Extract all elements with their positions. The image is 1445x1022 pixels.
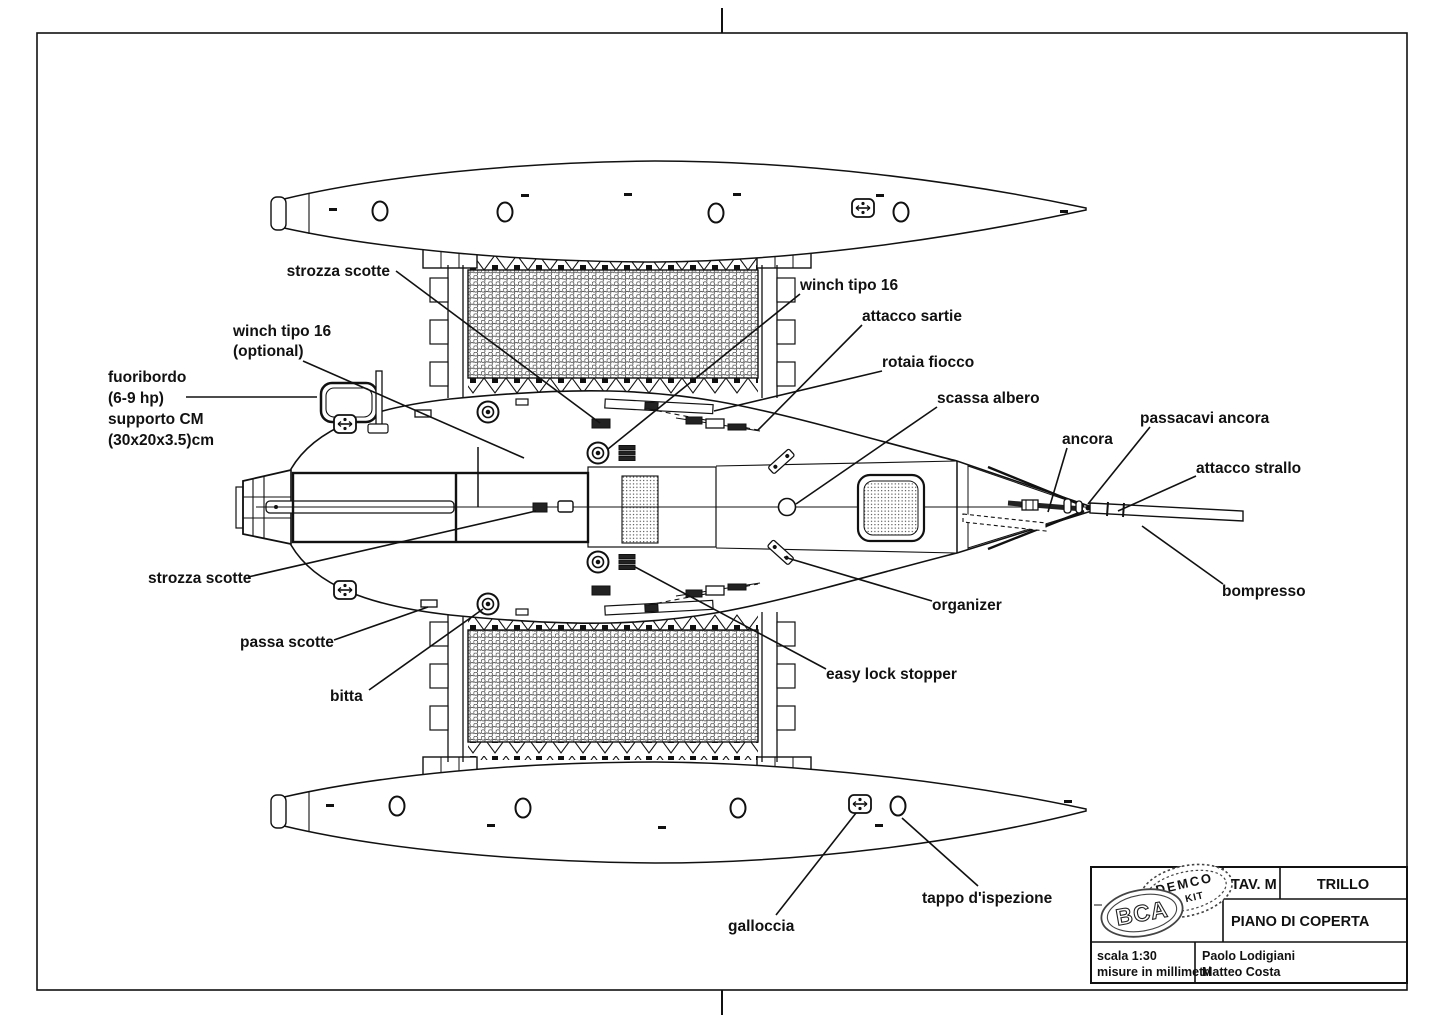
titleblock-model: TRILLO [1317,877,1369,893]
label-fuoribordo-1: fuoribordo [108,369,186,386]
winch-symbol [586,441,610,465]
title-block: DEMCO KIT BCA TAV. M TRILLO PIANO DI COP… [1090,863,1408,984]
main-hull [235,389,1101,625]
deck-tick-marks [329,193,1068,213]
inspection-port [388,795,406,817]
shroud-attachment [675,582,761,598]
forward-hatch [856,473,926,543]
label-strozza-scotte-left: strozza scotte [148,570,252,587]
ama-stern-cap [270,794,287,829]
leader-lines [186,270,1224,916]
label-bompresso: bompresso [1222,583,1306,600]
inspection-port [514,797,532,819]
label-scassa-albero: scassa albero [937,390,1040,407]
titleblock-author-1: Paolo Lodigiani [1202,949,1295,963]
easy-lock-stopper-symbol [618,445,636,461]
label-rotaia-fiocco: rotaia fiocco [882,354,974,371]
label-winch-tipo16-optional-2: (optional) [233,343,304,360]
bitta-symbol [476,400,500,424]
label-organizer: organizer [932,597,1002,614]
label-passa-scotte: passa scotte [240,634,334,651]
strozza-scotte-fitting [591,418,611,429]
annotation-labels: strozza scotte winch tipo 16 (optional) … [108,263,1306,935]
cleat-symbol [848,794,872,814]
label-fuoribordo-4: (30x20x3.5)cm [108,432,214,449]
sheet-frame [36,8,1408,1015]
strozza-scotte-fitting [591,585,611,596]
label-ancora: ancora [1062,431,1113,448]
logo-badge-text-kit: KIT [1184,890,1205,905]
label-strozza-scotte-top: strozza scotte [287,263,391,280]
inspection-port [889,795,907,817]
bca-demco-kit-logo: DEMCO KIT BCA [1094,863,1233,938]
bow-rollers [1063,498,1091,514]
titleblock-sheet-title: PIANO DI COPERTA [1231,914,1370,930]
mast-step [777,497,797,517]
outboard-motor [319,370,389,434]
bowsprit [1089,501,1244,522]
label-winch-tipo16-optional-1: winch tipo 16 [232,323,332,340]
anchor-dashed-outline [962,513,1047,532]
cleat-symbol [851,198,875,218]
anchor-assembly [962,499,1084,532]
label-attacco-sartie: attacco sartie [862,308,962,325]
inspection-port [892,201,910,223]
companionway-hatch [621,475,659,544]
titleblock-scale: scala 1:30 [1097,949,1157,963]
inspection-port [496,201,514,223]
outrigger-hull-bottom [270,761,1087,864]
trampoline-net-forward-top [467,252,759,396]
cleat-symbol [333,414,357,434]
strozza-scotte-fitting [532,502,548,513]
cleat-symbol [333,580,357,600]
deck-fittings [319,370,1244,616]
passa-scotte-fitting [420,599,438,608]
winch-symbol [586,550,610,574]
label-passacavi-ancora: passacavi ancora [1140,410,1270,427]
titleblock-author-2: Matteo Costa [1202,965,1282,979]
deck-tick-marks [326,800,1072,829]
clutch-fitting [557,500,574,513]
label-fuoribordo-2: (6-9 hp) [108,390,164,407]
titleblock-tav: TAV. M [1231,877,1277,893]
cabin-trunk [587,466,717,548]
label-tappo-ispezione: tappo d'ispezione [922,890,1053,907]
outrigger-hull-top [270,160,1087,263]
inspection-port [371,200,389,222]
easy-lock-stopper-symbol [618,554,636,570]
label-attacco-strallo: attacco strallo [1196,460,1301,477]
inspection-port [729,797,747,819]
organizer-fitting [768,448,795,474]
jib-track [604,398,714,415]
label-fuoribordo-3: supporto CM [108,411,204,428]
label-winch-tipo16: winch tipo 16 [799,277,899,294]
label-galloccia: galloccia [728,918,795,935]
shroud-attachment [675,416,761,432]
titleblock-units: misure in millimetri [1097,965,1212,979]
trampoline-net-aft-bottom [467,612,759,760]
inspection-port [707,202,725,224]
label-bitta: bitta [330,688,363,705]
label-easy-lock-stopper: easy lock stopper [826,666,957,683]
ama-stern-cap [270,196,287,231]
